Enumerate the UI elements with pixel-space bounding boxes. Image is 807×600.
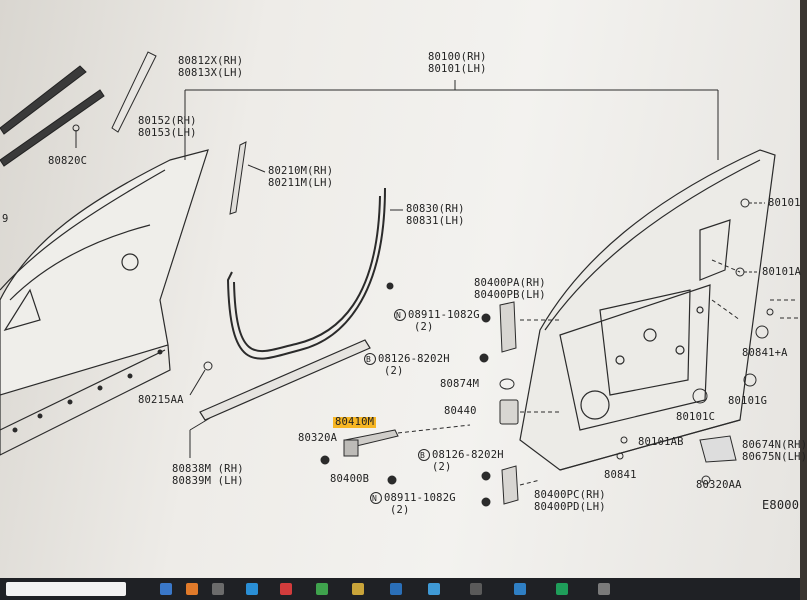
- taskbar-app-icon[interactable]: [390, 583, 402, 595]
- part-label-80839m: 80839M (LH): [172, 475, 244, 487]
- part-label-80410m-highlighted: 80410M: [333, 416, 377, 428]
- taskbar-app-icon[interactable]: [316, 583, 328, 595]
- taskbar-app-icon[interactable]: [280, 583, 292, 595]
- washer-80874m: [499, 378, 515, 390]
- part-label-80211m: 80211M(LH): [268, 177, 334, 189]
- part-label-80830: 80830(RH): [406, 203, 465, 215]
- taskbar-app-icon[interactable]: [598, 583, 610, 595]
- dashed-leaders-right: [711, 259, 800, 321]
- part-label-9: 9: [2, 213, 9, 225]
- part-label-80674n: 80674N(RH): [742, 439, 807, 451]
- part-label-80874m: 80874M: [440, 378, 480, 390]
- circle-symbols: [364, 309, 430, 504]
- part-label-80841a: 80841+A: [742, 347, 788, 359]
- part-label-80831: 80831(LH): [406, 215, 465, 227]
- sill-molding-80838m: [199, 339, 371, 421]
- taskbar-search-box[interactable]: [6, 582, 126, 596]
- part-label-80813x: 80813X(LH): [178, 67, 244, 79]
- part-label-80820c: 80820C: [48, 155, 88, 167]
- right-door-panel: [519, 149, 776, 471]
- part-label-80400pd: 80400PD(LH): [534, 501, 606, 513]
- part-label-80210m: 80210M(RH): [268, 165, 334, 177]
- check-link-80410m: [320, 424, 471, 485]
- bolt-small: [386, 282, 394, 290]
- lower-hinge-80400pc: [481, 465, 541, 507]
- taskbar-app-icon[interactable]: [514, 583, 526, 595]
- upper-molding-strips: [0, 65, 105, 167]
- part-label-80101c: 80101C: [676, 411, 716, 423]
- taskbar-app-icon[interactable]: [470, 583, 482, 595]
- n-symbol-top: N: [396, 311, 402, 320]
- striker-80440: [499, 399, 519, 425]
- taskbar-app-icon[interactable]: [186, 583, 198, 595]
- b-symbol-top: B: [366, 355, 372, 364]
- bolt-qty-08911-top: (2): [414, 321, 434, 333]
- trim-80812x: [111, 51, 157, 133]
- taskbar-app-icon[interactable]: [428, 583, 440, 595]
- taskbar-app-icon[interactable]: [352, 583, 364, 595]
- part-label-80400pb: 80400PB(LH): [474, 289, 546, 301]
- part-label-80675n: 80675N(LH): [742, 451, 807, 463]
- part-label-80152: 80152(RH): [138, 115, 197, 127]
- part-label-80841: 80841: [604, 469, 637, 481]
- part-label-80812x: 80812X(RH): [178, 55, 244, 67]
- bolt-label-08911-bottom: 08911-1082G: [384, 492, 456, 504]
- taskbar: [0, 578, 800, 600]
- taskbar-app-icon[interactable]: [160, 583, 172, 595]
- left-door-clips: [12, 349, 163, 433]
- part-label-80320a: 80320A: [298, 432, 338, 444]
- upper-hinge-80400pa: [479, 301, 560, 363]
- part-label-80320aa: 80320AA: [696, 479, 742, 491]
- part-label-80400pc: 80400PC(RH): [534, 489, 606, 501]
- clip-80820c: [72, 124, 80, 148]
- part-label-80101a: 80101A: [762, 266, 802, 278]
- bolt-label-08126-top: 08126-8202H: [378, 353, 450, 365]
- part-label-80100: 80100(RH): [428, 51, 487, 63]
- glass-run-80210m: [229, 141, 247, 215]
- part-label-80838m: 80838M (RH): [172, 463, 244, 475]
- part-label-80101ab: 80101AB: [638, 436, 684, 448]
- part-label-80153: 80153(LH): [138, 127, 197, 139]
- taskbar-app-icon[interactable]: [556, 583, 568, 595]
- part-label-80400pa: 80400PA(RH): [474, 277, 546, 289]
- bolt-label-08911-top: 08911-1082G: [408, 309, 480, 321]
- taskbar-app-icon[interactable]: [212, 583, 224, 595]
- bolt-qty-08911-bottom: (2): [390, 504, 410, 516]
- part-label-80101: 80101(LH): [428, 63, 487, 75]
- bolt-label-08126-bottom: 08126-8202H: [432, 449, 504, 461]
- weatherstrip-80830: [226, 187, 386, 360]
- part-label-80440: 80440: [444, 405, 477, 417]
- door-parts-diagram: [0, 51, 800, 507]
- n-symbol-bottom: N: [372, 494, 378, 503]
- part-label-80215aa: 80215AA: [138, 394, 184, 406]
- callout-80100: [184, 80, 719, 160]
- part-label-80101g: 80101G: [728, 395, 768, 407]
- bolt-qty-08126-bottom: (2): [432, 461, 452, 473]
- part-label-80101-right: 80101: [768, 197, 801, 209]
- taskbar-app-icon[interactable]: [246, 583, 258, 595]
- clip-80215aa: [189, 361, 213, 396]
- part-label-80400b: 80400B: [330, 473, 370, 485]
- diagram-id-e8000: E8000: [762, 498, 800, 512]
- bolt-qty-08126-top: (2): [384, 365, 404, 377]
- b-symbol-bottom: B: [420, 451, 426, 460]
- grommets-right: [616, 198, 774, 485]
- left-door-outline: [0, 149, 209, 456]
